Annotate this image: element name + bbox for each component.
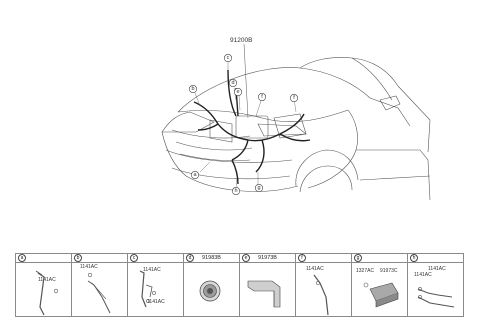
callout-c: c: [224, 53, 233, 62]
callout-g: g: [255, 184, 264, 193]
part-number: 1141AC: [306, 266, 324, 272]
wiring-harness: [193, 69, 311, 185]
main-part-number: 91200B: [230, 37, 252, 44]
part-number: 1141AC: [147, 299, 165, 305]
svg-text:f: f: [293, 95, 295, 101]
callout-h: h: [232, 187, 241, 196]
main-leader: [243, 43, 249, 119]
cell-part-code: 91983B: [202, 255, 221, 261]
part-number: 1141AC: [414, 272, 432, 278]
bracket-icon: [139, 270, 156, 308]
cell-header: f: [296, 254, 351, 263]
grommet-icon: [199, 280, 221, 302]
car-outline: [161, 57, 431, 201]
svg-text:d: d: [231, 80, 234, 86]
wire-icon: [417, 287, 455, 308]
cell-header: a: [16, 254, 71, 263]
cell-header: c: [128, 254, 183, 263]
cover-icon: [363, 282, 399, 308]
part-number: 1141AC: [80, 264, 98, 270]
callout-f: f: [257, 93, 266, 102]
parts-table: a 1141AC b 1141AC c 1141AC 1141AC: [15, 253, 464, 317]
clip-icon: [35, 270, 59, 316]
cell-letter: a: [18, 254, 26, 262]
svg-text:b: b: [191, 86, 194, 92]
cell-header: g: [352, 254, 407, 263]
cell-header: h: [408, 254, 463, 263]
cell-header: e 91973B: [240, 254, 295, 263]
callout-a: a: [191, 171, 200, 180]
bracket-icon: [87, 272, 111, 314]
callout-e: e: [234, 88, 243, 97]
callout-b: b: [189, 85, 198, 94]
part-number: 1141AC: [428, 266, 446, 272]
cell-letter: c: [130, 254, 138, 262]
cell-header: b: [72, 254, 127, 263]
cell-letter: h: [410, 254, 418, 262]
callout-d: d: [229, 79, 238, 88]
parts-cell-b: b 1141AC: [72, 254, 128, 316]
cell-part-code: 91973B: [258, 255, 277, 261]
parts-cell-g: g 1327AC 91973C: [352, 254, 408, 316]
parts-cell-h: h 1141AC 1141AC: [408, 254, 463, 316]
callout-f2: f: [289, 94, 298, 103]
cell-letter: f: [298, 254, 306, 262]
svg-text:h: h: [234, 188, 237, 194]
part-number: 1327AC: [356, 268, 375, 274]
wire-icon: [313, 274, 329, 316]
cell-letter: g: [354, 254, 362, 262]
part-number: 91973C: [380, 268, 398, 274]
svg-text:a: a: [193, 172, 197, 178]
parts-cell-e: e 91973B: [240, 254, 296, 316]
parts-cell-c: c 1141AC 1141AC: [128, 254, 184, 316]
svg-text:g: g: [257, 185, 260, 191]
cell-letter: d: [186, 254, 194, 262]
parts-cell-f: f 1141AC: [296, 254, 352, 316]
cell-header: d 91983B: [184, 254, 239, 263]
svg-text:c: c: [227, 55, 230, 61]
parts-cell-d: d 91983B: [184, 254, 240, 316]
harness-diagram: 91200B: [161, 37, 431, 201]
part-number: 1141AC: [143, 267, 161, 273]
cell-letter: b: [74, 254, 82, 262]
protector-icon: [247, 280, 281, 308]
svg-text:e: e: [236, 89, 239, 95]
cell-letter: e: [242, 254, 250, 262]
callout-leaders: [194, 62, 297, 189]
part-number: 1141AC: [38, 277, 56, 283]
parts-cell-a: a 1141AC: [16, 254, 72, 316]
svg-text:f: f: [261, 94, 263, 100]
